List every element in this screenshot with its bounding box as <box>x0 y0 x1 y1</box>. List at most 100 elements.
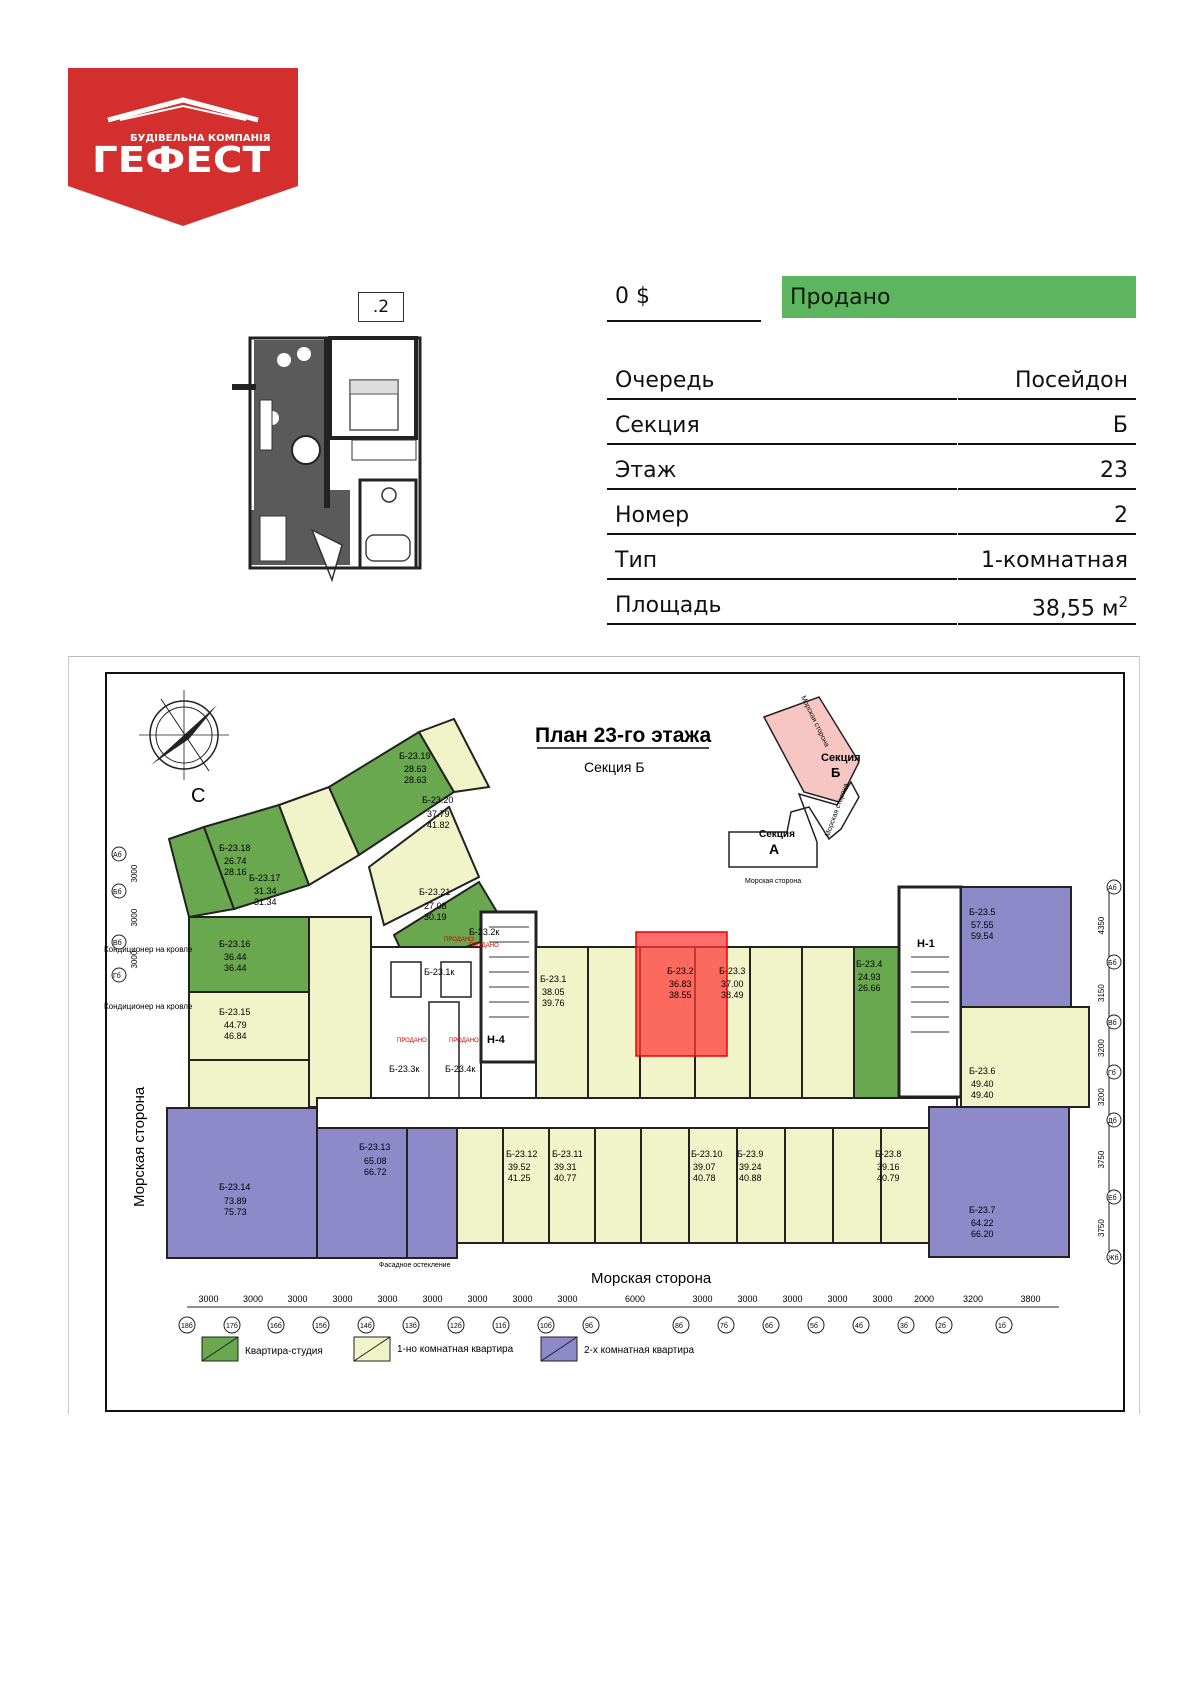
svg-text:27.08: 27.08 <box>424 901 447 911</box>
stair-label: Н-1 <box>917 938 935 950</box>
area-value: 38,55 м <box>1031 596 1119 622</box>
svg-text:Б-23.13: Б-23.13 <box>359 1142 390 1152</box>
row-axis-marker <box>1106 1189 1122 1205</box>
svg-text:28.63: 28.63 <box>404 764 427 774</box>
svg-text:66.72: 66.72 <box>364 1167 387 1177</box>
row-axis-label: Гб <box>1108 1069 1116 1077</box>
info-key-area: Площадь <box>607 583 957 625</box>
dimension-label: 3000 <box>558 1294 578 1304</box>
svg-text:24.93: 24.93 <box>858 972 881 982</box>
svg-text:41.82: 41.82 <box>427 820 450 830</box>
info-value-floor: 23 <box>958 448 1136 490</box>
svg-text:38.05: 38.05 <box>542 987 565 997</box>
svg-text:26.66: 26.66 <box>858 983 881 993</box>
right-wing <box>928 886 1090 1258</box>
svg-text:37.79: 37.79 <box>427 809 450 819</box>
sea-side-bottom: Морская сторона <box>591 1270 712 1287</box>
axis-label: 15б <box>315 1322 327 1330</box>
svg-text:Б: Б <box>831 765 840 780</box>
dimension-label: 3000 <box>738 1294 758 1304</box>
svg-text:39.31: 39.31 <box>554 1162 577 1172</box>
area-unit-sup: 2 <box>1118 593 1128 611</box>
row-axis-marker <box>111 883 127 899</box>
svg-text:66.20: 66.20 <box>971 1229 994 1239</box>
dimension-label: 3800 <box>1021 1294 1041 1304</box>
row-axis-marker <box>1106 1249 1122 1265</box>
svg-text:Б-23.9: Б-23.9 <box>737 1149 763 1159</box>
axis-label: 14б <box>360 1322 372 1330</box>
svg-text:64.22: 64.22 <box>971 1218 994 1228</box>
axis-marker <box>762 1316 780 1334</box>
plan-title: План 23-го этажа <box>535 724 712 747</box>
info-value-type: 1-комнатная <box>958 538 1136 580</box>
info-key-section: Секция <box>607 403 957 445</box>
axis-marker <box>447 1316 465 1334</box>
price: 0 $ <box>607 278 761 322</box>
axis-label: 5б <box>810 1322 818 1330</box>
svg-text:Б-23.8: Б-23.8 <box>875 1149 901 1159</box>
dimension-label: 3000 <box>423 1294 443 1304</box>
apartment-plan <box>232 336 422 583</box>
axis-marker <box>223 1316 241 1334</box>
svg-text:73.89: 73.89 <box>224 1196 247 1206</box>
info-value-area: 38,55 м2 <box>958 583 1136 625</box>
svg-text:39.76: 39.76 <box>542 998 565 1008</box>
info-value-number: 2 <box>958 493 1136 535</box>
note-facade: Фасадное остекление <box>379 1262 451 1269</box>
axis-label: 12б <box>450 1322 462 1330</box>
svg-text:40.78: 40.78 <box>693 1173 716 1183</box>
svg-text:Секция: Секция <box>821 752 861 764</box>
svg-text:26.74: 26.74 <box>224 856 247 866</box>
dimension-label: 3000 <box>873 1294 893 1304</box>
svg-text:Б-23.6: Б-23.6 <box>969 1066 995 1076</box>
svg-text:Б-23.1: Б-23.1 <box>540 974 566 984</box>
axis-label: 18б <box>181 1322 193 1330</box>
svg-text:ПРОДАНО: ПРОДАНО <box>444 937 474 943</box>
row-dimension-label: 3750 <box>1097 1150 1106 1168</box>
dimension-label: 3000 <box>243 1294 263 1304</box>
logo-tagline: БУДІВЕЛЬНА КОМПАНІЯ <box>130 133 270 144</box>
info-key-type: Тип <box>607 538 957 580</box>
svg-text:39.07: 39.07 <box>693 1162 716 1172</box>
svg-text:Б-23.12: Б-23.12 <box>506 1149 537 1159</box>
svg-text:А: А <box>769 841 779 857</box>
svg-text:57.55: 57.55 <box>971 920 994 930</box>
axis-marker <box>537 1316 555 1334</box>
section-inset-map: Секция Б Секция А Морская сторона Морска… <box>728 695 861 885</box>
selected-unit-highlight <box>635 931 728 1057</box>
svg-text:28.63: 28.63 <box>404 775 427 785</box>
logo-roof-icon <box>107 97 259 123</box>
svg-text:36.44: 36.44 <box>224 952 247 962</box>
svg-text:28.16: 28.16 <box>224 867 247 877</box>
svg-text:40.79: 40.79 <box>877 1173 900 1183</box>
svg-text:Б-23.5: Б-23.5 <box>969 907 995 917</box>
status-badge: Продано <box>782 276 1136 318</box>
row-dimension-label: 3200 <box>1097 1039 1106 1057</box>
legend: Квартира-студия 1-но комнатная квартира … <box>201 1336 695 1362</box>
corridor <box>316 1097 958 1129</box>
svg-text:Б-23.17: Б-23.17 <box>249 873 280 883</box>
axis-marker <box>897 1316 915 1334</box>
row-axis-marker <box>1106 1014 1122 1030</box>
axis-label: 3б <box>900 1322 908 1330</box>
axis-marker <box>672 1316 690 1334</box>
info-key-floor: Этаж <box>607 448 957 490</box>
row-axis-marker <box>111 967 127 983</box>
svg-text:Б-23.20: Б-23.20 <box>422 795 453 805</box>
svg-text:39.16: 39.16 <box>877 1162 900 1172</box>
svg-text:Б-23.19: Б-23.19 <box>399 751 430 761</box>
row-axis-label: Бб <box>1108 959 1117 967</box>
svg-text:Б-23.18: Б-23.18 <box>219 843 250 853</box>
svg-text:31.34: 31.34 <box>254 897 277 907</box>
svg-text:Б-23.3: Б-23.3 <box>719 966 745 976</box>
svg-text:Б-23.15: Б-23.15 <box>219 1007 250 1017</box>
row-dimension-label: 3200 <box>1097 1088 1106 1106</box>
compass-icon <box>139 690 229 780</box>
info-key-queue: Очередь <box>607 358 957 400</box>
axis-label: 8б <box>675 1322 683 1330</box>
axis-label: 10б <box>540 1322 552 1330</box>
dimension-label: 3000 <box>333 1294 353 1304</box>
svg-text:39.24: 39.24 <box>739 1162 762 1172</box>
axis-marker <box>807 1316 825 1334</box>
